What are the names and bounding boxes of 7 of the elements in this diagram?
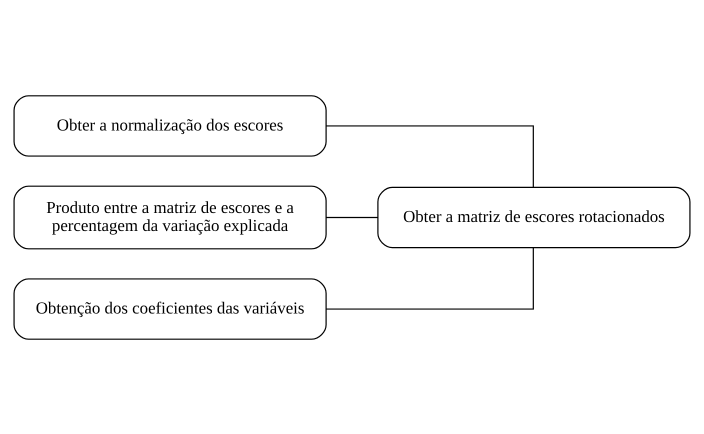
- connector: [326, 216, 378, 218]
- node-box: Obtenção dos coeficientes das variáveis: [13, 278, 327, 340]
- node-box: Obter a normalização dos escores: [13, 94, 327, 156]
- node-box: Obter a matriz de escores rotacionados: [377, 186, 691, 248]
- connector: [326, 248, 534, 310]
- connector: [326, 124, 534, 186]
- node-box: Produto entre a matriz de escores e a percentagem da variação explicada: [13, 185, 327, 249]
